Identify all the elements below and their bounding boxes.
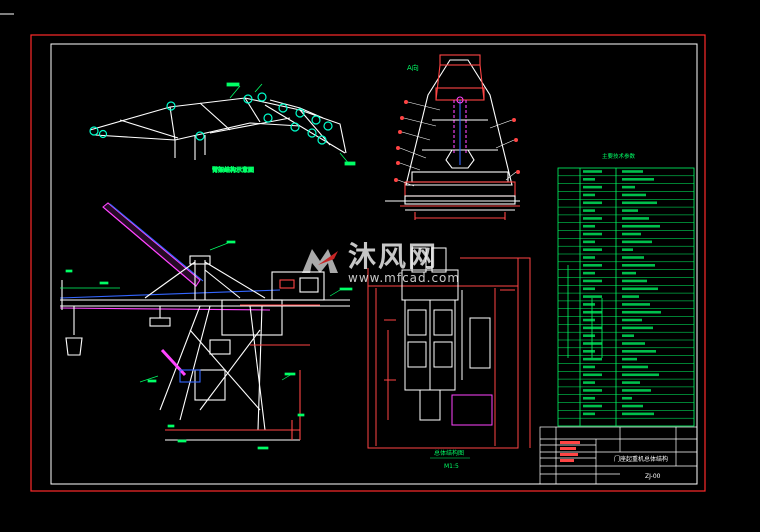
spec-table-label-mark: [583, 178, 595, 181]
boom-detail-pins: [89, 92, 333, 145]
spec-table-label-mark: [583, 264, 602, 267]
spec-table-label-mark: [583, 209, 595, 212]
spec-table-title: 主要技术参数: [602, 152, 636, 160]
spec-table-value-mark: [622, 178, 654, 181]
spec-table-value-mark: [622, 357, 637, 361]
spec-table-label-mark: [583, 248, 602, 251]
section-a-view: A向: [385, 54, 520, 220]
machinery-room-labels: 总体结构图 M1:5: [430, 449, 470, 470]
spec-table-label-mark: [583, 256, 595, 259]
spec-table-label-mark: [583, 224, 595, 228]
crane-elevation-view: [59, 202, 350, 441]
spec-table-label-mark: [583, 404, 602, 408]
spec-table-label-mark: [583, 170, 602, 173]
watermark-logo: 沐风网 www.mfcad.com: [298, 242, 460, 284]
spec-table-label-mark: [583, 412, 595, 416]
watermark-url: www.mfcad.com: [348, 271, 461, 285]
outer-border: [30, 34, 706, 492]
spec-table-value-mark: [622, 365, 648, 369]
spec-table-label-mark: [583, 232, 602, 236]
spec-table-value-mark: [622, 240, 652, 244]
crane-dimension-marks: [60, 240, 353, 450]
spec-table-label-mark: [583, 310, 602, 314]
section-a-leaders: [397, 101, 517, 187]
spec-table-label-mark: [583, 396, 595, 400]
spec-table-value-mark: [622, 287, 658, 291]
title-block: 门座起重机总体结构 ZJ-00: [539, 426, 698, 485]
title-block-drawing-code: ZJ-00: [645, 473, 661, 480]
spec-table-value-mark: [622, 334, 634, 337]
spec-table-label-mark: [583, 381, 595, 384]
spec-table-value-mark: [622, 303, 650, 306]
spec-table-value-mark: [622, 256, 644, 259]
spec-table-label-mark: [583, 295, 602, 298]
spec-table-value-mark: [622, 342, 645, 345]
watermark-name: 沐风网: [348, 240, 439, 273]
spec-table-label-mark: [583, 185, 602, 189]
mfcad-logo-icon: [302, 249, 338, 273]
spec-table-label-mark: [583, 271, 595, 275]
spec-table-label-mark: [583, 240, 595, 244]
spec-table-value-mark: [622, 373, 659, 377]
spec-table-value-mark: [622, 381, 640, 384]
spec-table-value-mark: [622, 389, 651, 392]
title-block-drawing-title: 门座起重机总体结构: [614, 455, 668, 463]
spec-table-value-mark: [622, 404, 643, 408]
spec-table-value-mark: [622, 318, 642, 322]
spec-table-value-mark: [622, 201, 657, 205]
spec-table-label-mark: [583, 365, 595, 369]
spec-table-value-mark: [622, 248, 633, 251]
section-a-balloons: [394, 100, 520, 182]
spec-table-value-mark: [622, 279, 647, 283]
machinery-room-view: [367, 247, 531, 449]
inner-border: [50, 43, 698, 485]
boom-detail-view: [89, 97, 347, 160]
spec-table-label-mark: [583, 350, 595, 353]
main-view-caption: 总体结构图: [434, 449, 464, 457]
spec-table-value-mark: [622, 193, 646, 197]
spec-table-label-mark: [583, 279, 602, 283]
spec-table-label-mark: [583, 201, 602, 205]
spec-table-value-mark: [622, 217, 649, 220]
section-a-label: A向: [407, 63, 419, 72]
spec-table-rows: [558, 175, 694, 419]
spec-table-value-mark: [622, 396, 632, 400]
spec-table-value-mark: [622, 271, 636, 275]
spec-table-value-mark: [622, 224, 660, 228]
main-view-scale: M1:5: [444, 463, 459, 470]
spec-table-value-mark: [622, 310, 661, 314]
spec-table-value-mark: [622, 209, 638, 212]
spec-table-value-mark: [622, 264, 655, 267]
spec-table-label-mark: [583, 373, 602, 377]
spec-table-label-mark: [583, 193, 595, 197]
spec-table-label-mark: [583, 318, 595, 322]
spec-table-label-mark: [583, 342, 602, 345]
spec-table-label-mark: [583, 303, 595, 306]
spec-table-label-mark: [583, 334, 595, 337]
spec-table-label-mark: [583, 217, 602, 220]
spec-table-value-mark: [622, 185, 635, 189]
spec-table-value-mark: [622, 295, 639, 298]
spec-table-label-mark: [583, 287, 595, 291]
spec-table-value-mark: [622, 412, 654, 416]
spec-table-value-mark: [622, 170, 643, 173]
spec-table-value-mark: [622, 326, 653, 330]
spec-table-value-mark: [622, 232, 641, 236]
title-block-red-marks: [560, 441, 580, 462]
boom-detail-caption: 臂架结构示意图: [212, 166, 254, 174]
spec-table-label-mark: [583, 326, 602, 330]
spec-table-value-mark: [622, 350, 656, 353]
spec-table-label-mark: [583, 357, 602, 361]
spec-table-label-mark: [583, 389, 602, 392]
spec-table-cell-marks: [583, 170, 661, 416]
